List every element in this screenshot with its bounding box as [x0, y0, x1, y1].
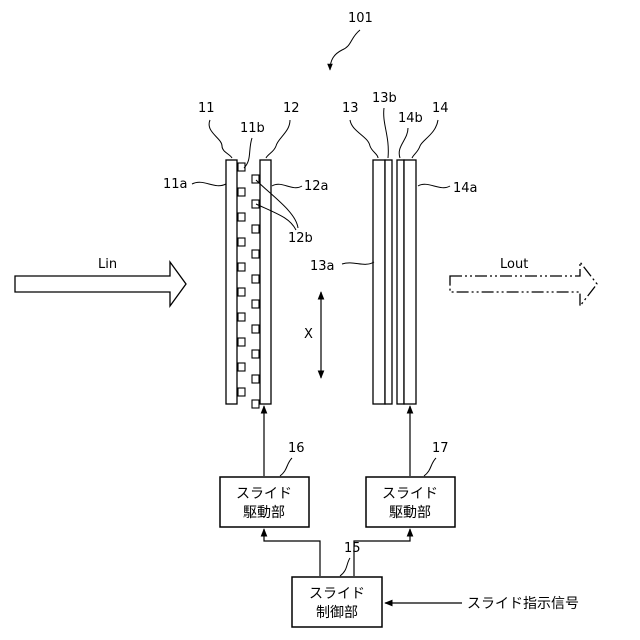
panel-12-grating-tooth: [252, 275, 259, 283]
part-13a-leader: [342, 262, 374, 264]
panel-12-leader: [266, 120, 290, 158]
drive-right-number-leader: [424, 458, 436, 476]
panel-11-grating-tooth: [238, 288, 245, 296]
slide-drive-left-line2: 駆動部: [243, 505, 285, 521]
panel-11-substrate: [226, 160, 237, 404]
slide-drive-right-line2: 駆動部: [389, 505, 431, 521]
panel-11-grating-tooth: [238, 263, 245, 271]
part-13a-label: 13a: [310, 259, 335, 274]
panel-11-grating: [238, 163, 245, 396]
part-12a-label: 12a: [304, 179, 329, 194]
slide-drive-left-line1: スライド: [236, 486, 292, 502]
light-in-label: Lin: [98, 257, 117, 272]
part-14a-leader: [418, 184, 450, 187]
control-number: 15: [344, 541, 361, 556]
slide-control-line1: スライド: [309, 586, 365, 602]
slide-control-line2: 制御部: [316, 605, 358, 621]
part-11a-label: 11a: [163, 177, 188, 192]
panel-12-grating-tooth: [252, 375, 259, 383]
panel-11-grating-tooth: [238, 313, 245, 321]
panel-12-grating: [252, 175, 259, 408]
panel-11-grating-tooth: [238, 238, 245, 246]
control-to-drive-right-arrow: [354, 529, 410, 576]
panel-12-grating-tooth: [252, 200, 259, 208]
light-out-label: Lout: [500, 257, 528, 272]
part-11b-label: 11b: [240, 121, 265, 136]
slide-drive-right-line1: スライド: [382, 486, 438, 502]
x-axis-label: X: [304, 327, 313, 342]
part-14a-label: 14a: [453, 181, 478, 196]
panel-13-layer-13b: [385, 160, 392, 404]
panel-11-grating-tooth: [238, 363, 245, 371]
panel-13-outer: [373, 160, 385, 404]
panel-11-grating-tooth: [238, 163, 245, 171]
device-label: 101: [348, 11, 373, 26]
panel-11-grating-tooth: [238, 338, 245, 346]
drive-left-number-leader: [280, 458, 292, 476]
panel-12-grating-tooth: [252, 250, 259, 258]
part-13b-label: 13b: [372, 91, 397, 106]
panel-14-label: 14: [432, 101, 449, 116]
control-to-drive-left-arrow: [264, 529, 320, 576]
panel-14-outer: [404, 160, 416, 404]
panel-11-grating-tooth: [238, 188, 245, 196]
panel-11-grating-tooth: [238, 213, 245, 221]
panel-12-grating-tooth: [252, 400, 259, 408]
slide-signal-label: スライド指示信号: [467, 596, 579, 612]
part-12b-label: 12b: [288, 231, 313, 246]
panel-12-grating-tooth: [252, 350, 259, 358]
panel-12-substrate: [260, 160, 271, 404]
control-number-leader: [340, 558, 350, 576]
panel-12-grating-tooth: [252, 225, 259, 233]
panel-11-grating-tooth: [238, 388, 245, 396]
panel-13-leader: [350, 120, 378, 158]
panel-11-leader: [209, 120, 232, 158]
device-leader: [330, 30, 360, 70]
part-11a-leader: [192, 182, 226, 185]
panel-12-label: 12: [283, 101, 300, 116]
panel-12-grating-tooth: [252, 325, 259, 333]
part-14b-leader: [399, 128, 408, 158]
panel-12-grating-tooth: [252, 300, 259, 308]
part-12a-leader: [272, 184, 302, 187]
drive-right-number: 17: [432, 441, 449, 456]
panel-14-layer-14b: [397, 160, 404, 404]
panel-11-label: 11: [198, 101, 215, 116]
panel-13-label: 13: [342, 101, 359, 116]
part-13b-leader: [384, 108, 389, 158]
part-14b-label: 14b: [398, 111, 423, 126]
drive-left-number: 16: [288, 441, 305, 456]
